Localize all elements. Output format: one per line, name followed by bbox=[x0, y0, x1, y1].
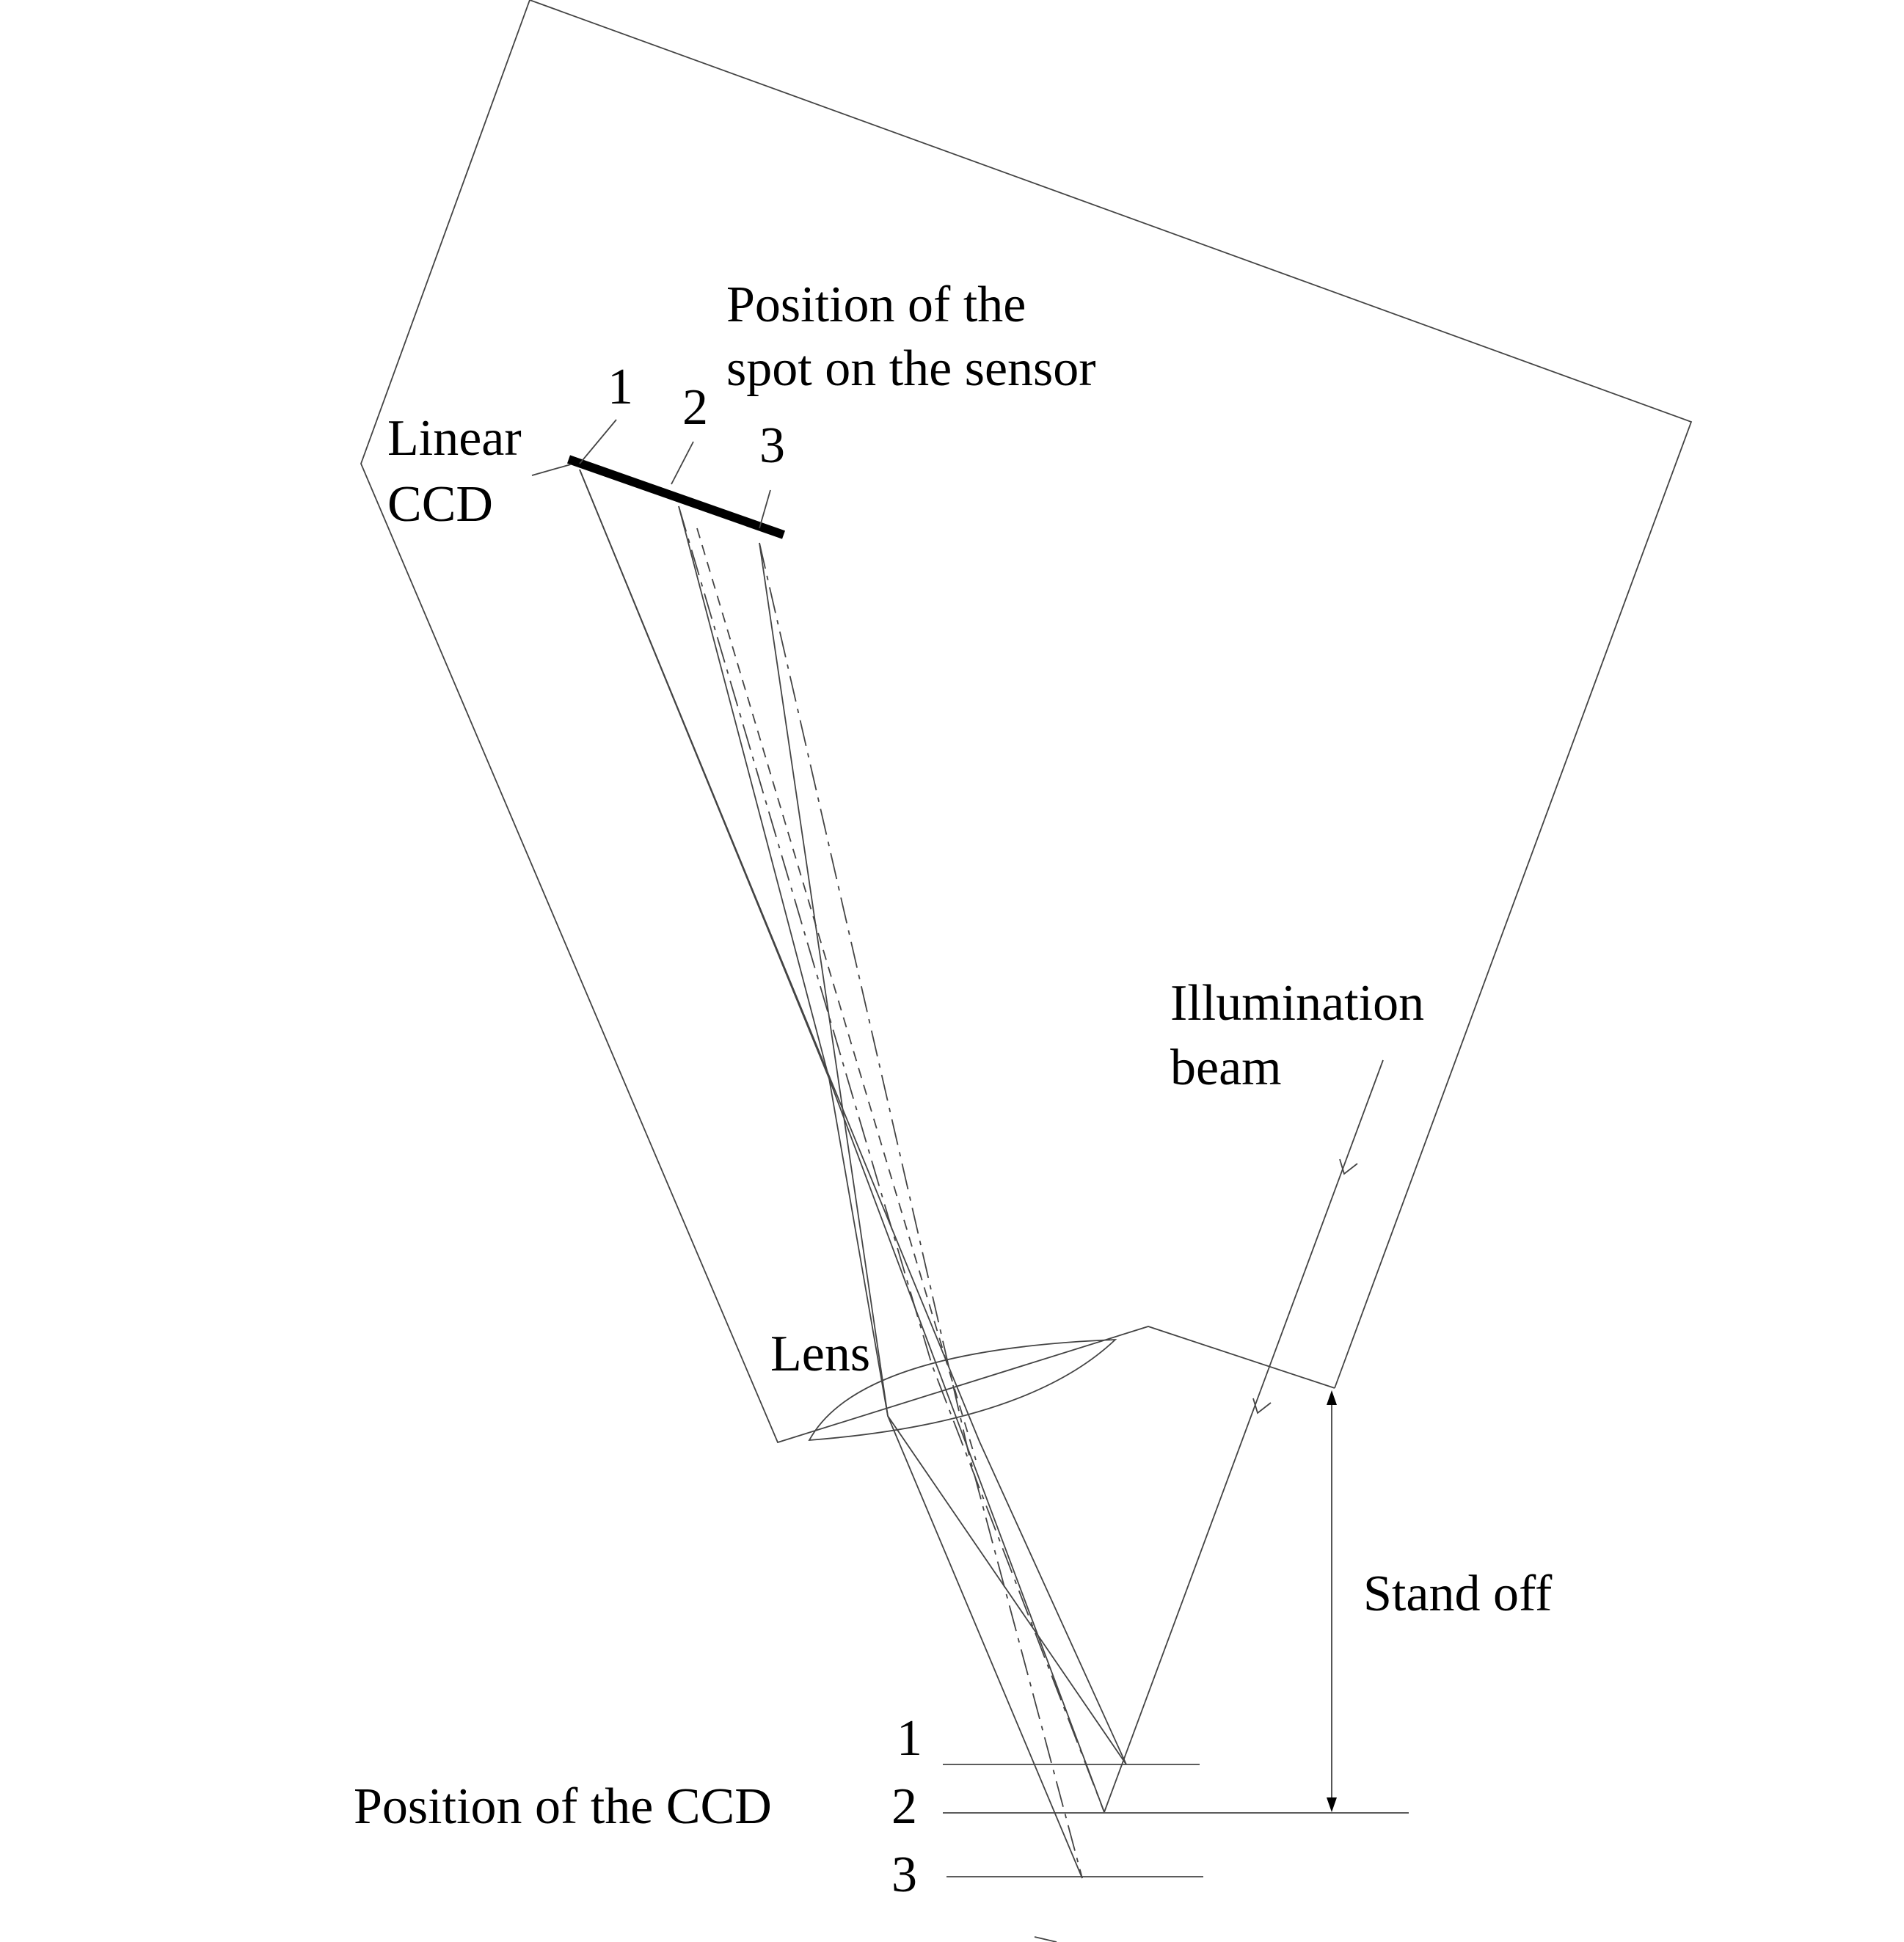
label-sensor-number-2: 2 bbox=[682, 379, 708, 436]
ray-2a bbox=[678, 505, 1105, 1813]
ray-3a bbox=[759, 542, 1083, 1879]
label-sensor-number-1: 1 bbox=[608, 359, 633, 415]
leader-sensor-1 bbox=[579, 419, 617, 464]
ray-3c bbox=[696, 528, 977, 1461]
label-sensor-position-line2: spot on the sensor bbox=[726, 340, 1096, 397]
leader-sensor-2 bbox=[671, 441, 694, 485]
beam-arrow-upper bbox=[1339, 1158, 1358, 1175]
label-sensor-position-line1: Position of the bbox=[726, 277, 1026, 333]
label-illumination-beam-line1: Illumination bbox=[1170, 975, 1424, 1032]
leader-linear-ccd bbox=[531, 464, 572, 476]
label-linear-ccd-line1: Linear bbox=[387, 410, 522, 467]
stand-off-arrow-top bbox=[1327, 1390, 1337, 1405]
leader-sensor-3 bbox=[759, 489, 771, 529]
bottom-mark bbox=[1034, 1936, 1057, 1942]
label-illumination-beam-line2: beam bbox=[1170, 1040, 1282, 1096]
beam-arrow-lower bbox=[1252, 1398, 1272, 1414]
label-lens: Lens bbox=[770, 1326, 870, 1382]
label-stand-off: Stand off bbox=[1363, 1566, 1553, 1622]
label-target-number-2: 2 bbox=[891, 1778, 917, 1835]
stand-off-arrow-bottom bbox=[1327, 1797, 1337, 1812]
ray-3b bbox=[759, 542, 1083, 1879]
label-ccd-position: Position of the CCD bbox=[354, 1778, 772, 1835]
ray-2b bbox=[678, 505, 1105, 1813]
label-sensor-number-3: 3 bbox=[759, 417, 785, 474]
label-linear-ccd-line2: CCD bbox=[387, 476, 493, 533]
illumination-beam bbox=[1104, 1059, 1384, 1813]
lens-shape bbox=[808, 1339, 1117, 1442]
linear-ccd-sensor bbox=[567, 455, 785, 539]
ray-1b bbox=[579, 469, 1127, 1765]
label-target-number-3: 3 bbox=[891, 1847, 917, 1903]
ray-1a bbox=[579, 469, 1127, 1765]
label-target-number-1: 1 bbox=[897, 1710, 922, 1767]
housing-outline bbox=[360, 0, 1693, 1444]
